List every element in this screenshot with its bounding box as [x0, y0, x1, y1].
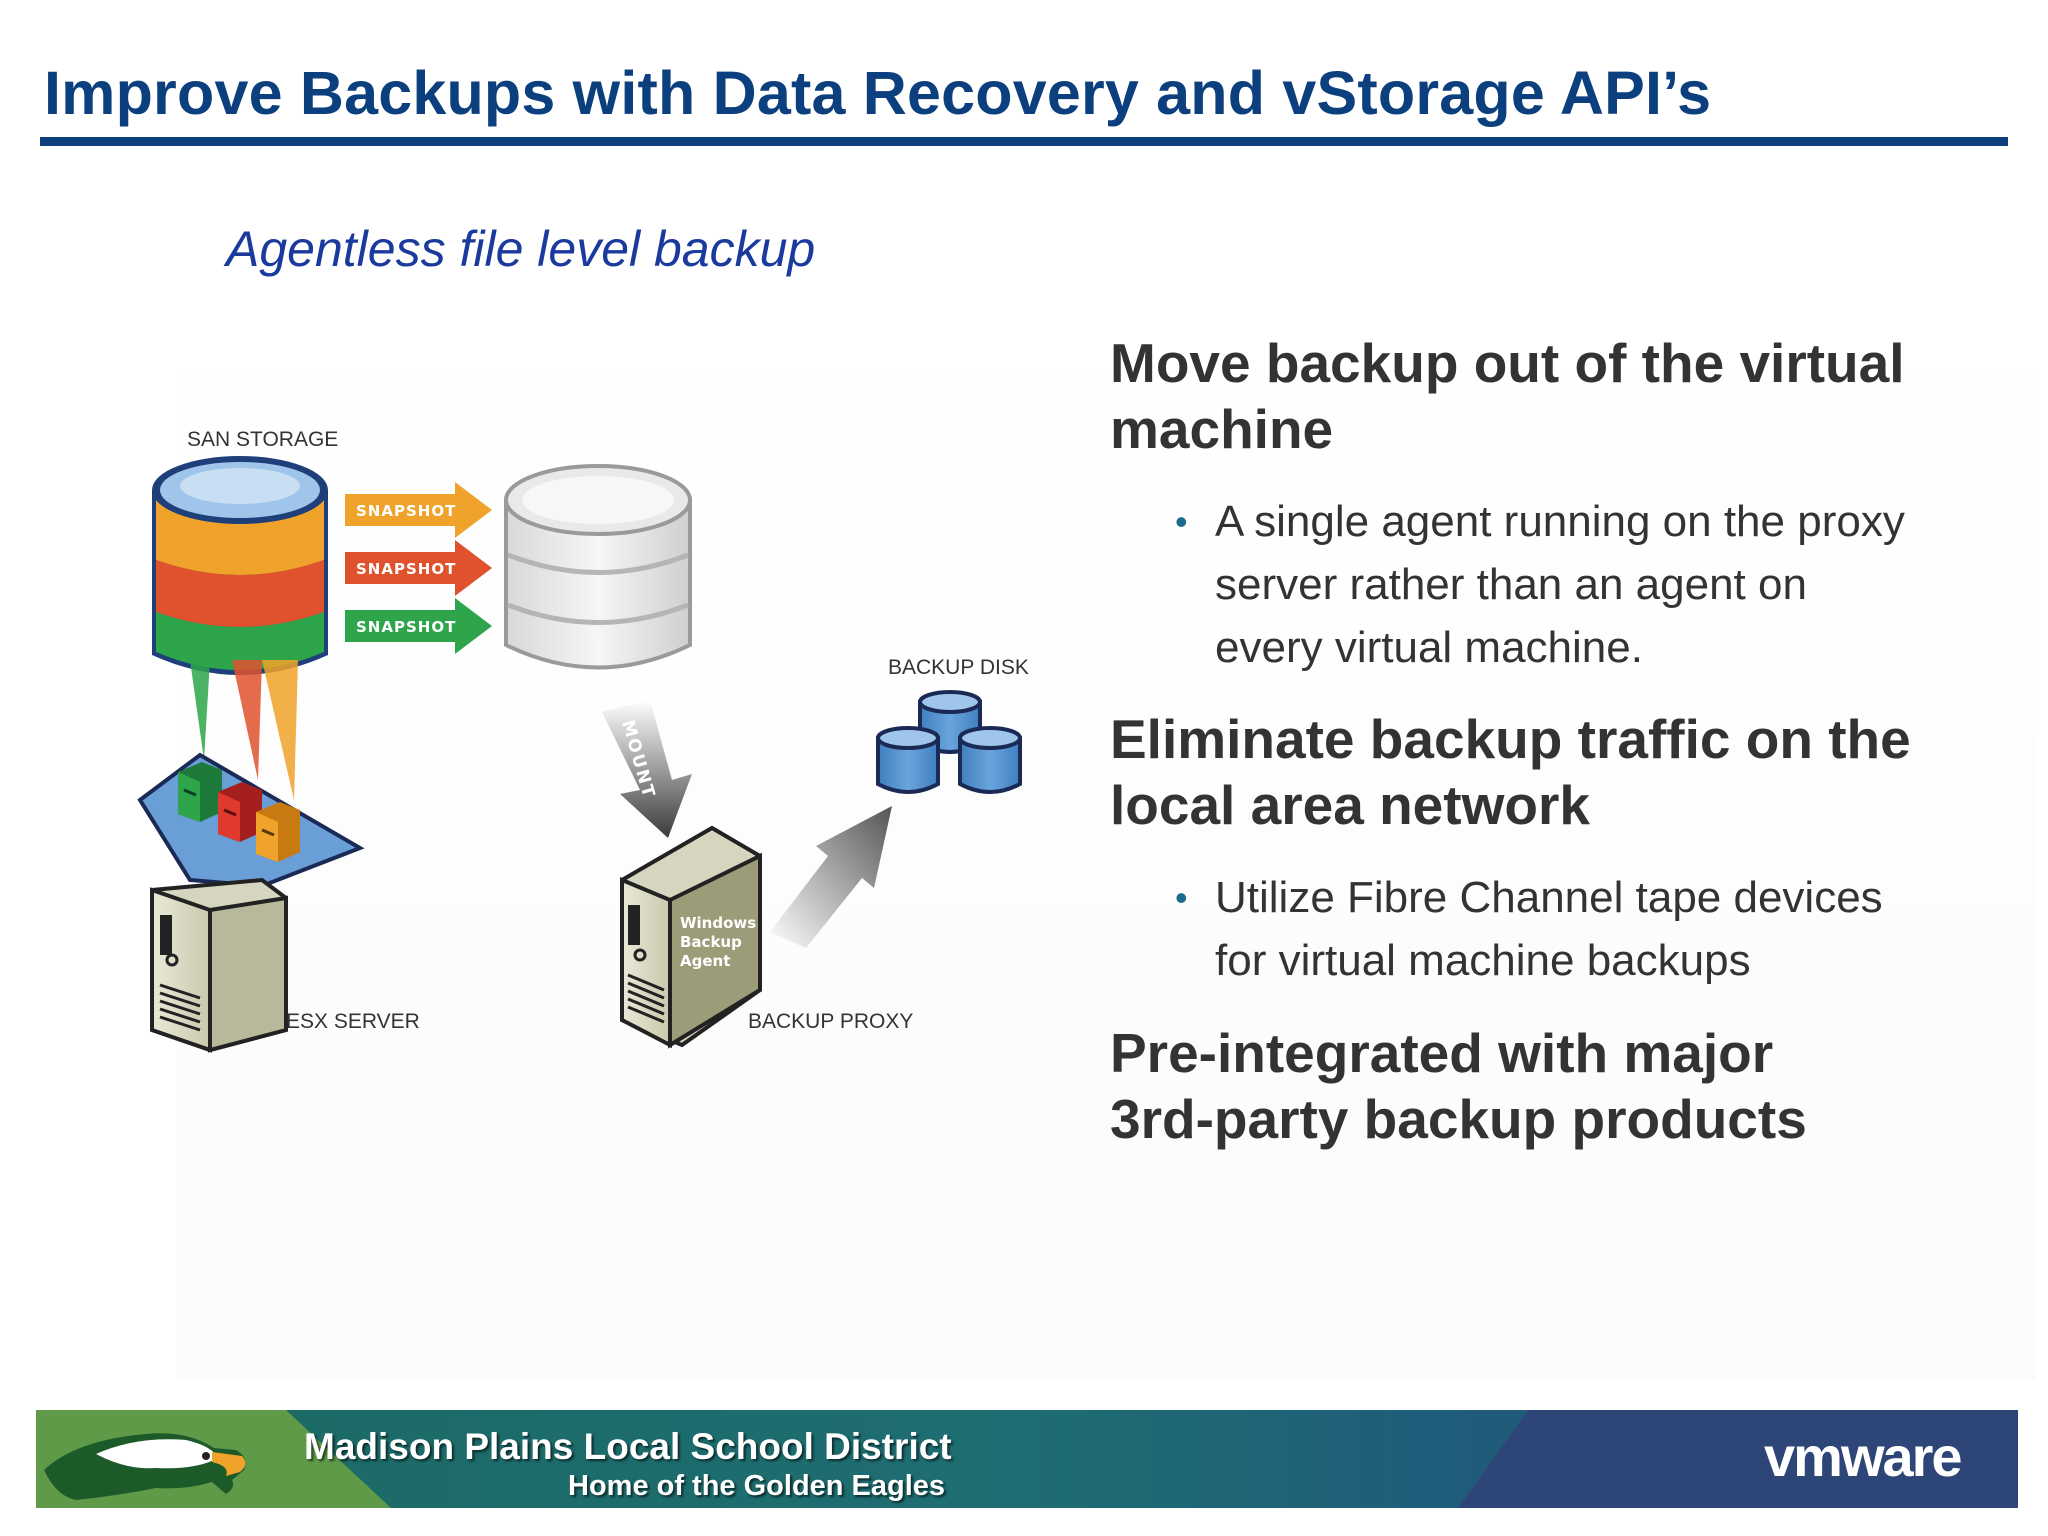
- diagram-background: [176, 300, 2036, 1380]
- bullet-line: for virtual machine backups: [1215, 936, 1751, 985]
- snapshot-label: SNAPSHOT: [356, 560, 456, 578]
- snapshot-label: SNAPSHOT: [356, 618, 456, 636]
- point-heading: Pre-integrated with major 3rd-party back…: [1110, 1020, 1807, 1152]
- san-storage-icon: [152, 456, 328, 675]
- heading-line: Move backup out of the virtual: [1110, 332, 1905, 394]
- heading-line: Pre-integrated with major: [1110, 1022, 1774, 1084]
- snapshot-arrow-red: SNAPSHOT: [345, 540, 492, 596]
- backup-disk-icon: [876, 690, 1022, 794]
- district-tagline: Home of the Golden Eagles: [568, 1470, 946, 1502]
- heading-line: local area network: [1110, 774, 1590, 836]
- eagle-logo-icon: [44, 1433, 246, 1500]
- agent-label-line: Agent: [680, 952, 730, 970]
- san-storage-label: SAN STORAGE: [187, 428, 338, 451]
- agent-label-line: Backup: [680, 933, 742, 951]
- snapshot-label: SNAPSHOT: [356, 502, 456, 520]
- snapshot-arrow-orange: SNAPSHOT: [345, 482, 492, 538]
- heading-line: machine: [1110, 398, 1334, 460]
- storage-beams: [190, 660, 298, 800]
- mount-arrow: MOUNT: [602, 700, 692, 838]
- heading-line: Eliminate backup traffic on the: [1110, 708, 1911, 770]
- heading-line: 3rd-party backup products: [1110, 1088, 1807, 1150]
- point-bullet: • A single agent running on the proxy se…: [1175, 490, 1905, 679]
- agent-label-line: Windows: [680, 914, 756, 932]
- esx-server-label: ESX SERVER: [286, 1010, 420, 1033]
- point-bullet: • Utilize Fibre Channel tape devices for…: [1175, 866, 1883, 992]
- district-name: Madison Plains Local School District: [304, 1426, 952, 1467]
- footer-navy-band: [1458, 1410, 2018, 1508]
- snapshot-storage-icon: [504, 464, 692, 670]
- footer-banner: Madison Plains Local School District Hom…: [36, 1410, 2018, 1508]
- slide-title: Improve Backups with Data Recovery and v…: [44, 59, 1712, 127]
- backup-proxy-label: BACKUP PROXY: [748, 1010, 913, 1033]
- slide-subtitle: Agentless file level backup: [226, 221, 816, 277]
- esx-server-icon: [150, 877, 288, 1053]
- snapshot-arrow-green: SNAPSHOT: [345, 598, 492, 654]
- bullet-dot: •: [1175, 877, 1188, 918]
- bullet-dot: •: [1175, 501, 1188, 542]
- bullet-line: A single agent running on the proxy: [1215, 497, 1905, 546]
- virtual-machine-icons: [178, 762, 300, 862]
- title-underline: [40, 137, 2008, 146]
- backup-diagram: SAN STORAGE SNAPSHOT SNAPSHOT SNAPSHOT: [137, 428, 1029, 1053]
- bullet-line: Utilize Fibre Channel tape devices: [1215, 873, 1883, 922]
- point-heading: Move backup out of the virtual machine: [1110, 330, 1905, 462]
- bullet-line: every virtual machine.: [1215, 623, 1643, 672]
- bullet-line: server rather than an agent on: [1215, 560, 1807, 609]
- backup-disk-label: BACKUP DISK: [888, 656, 1029, 679]
- point-heading: Eliminate backup traffic on the local ar…: [1110, 706, 1911, 838]
- vmware-logo: vmware: [1764, 1425, 1963, 1488]
- backup-proxy-icon: Windows Backup Agent: [620, 825, 762, 1049]
- backup-arrow: [770, 806, 892, 948]
